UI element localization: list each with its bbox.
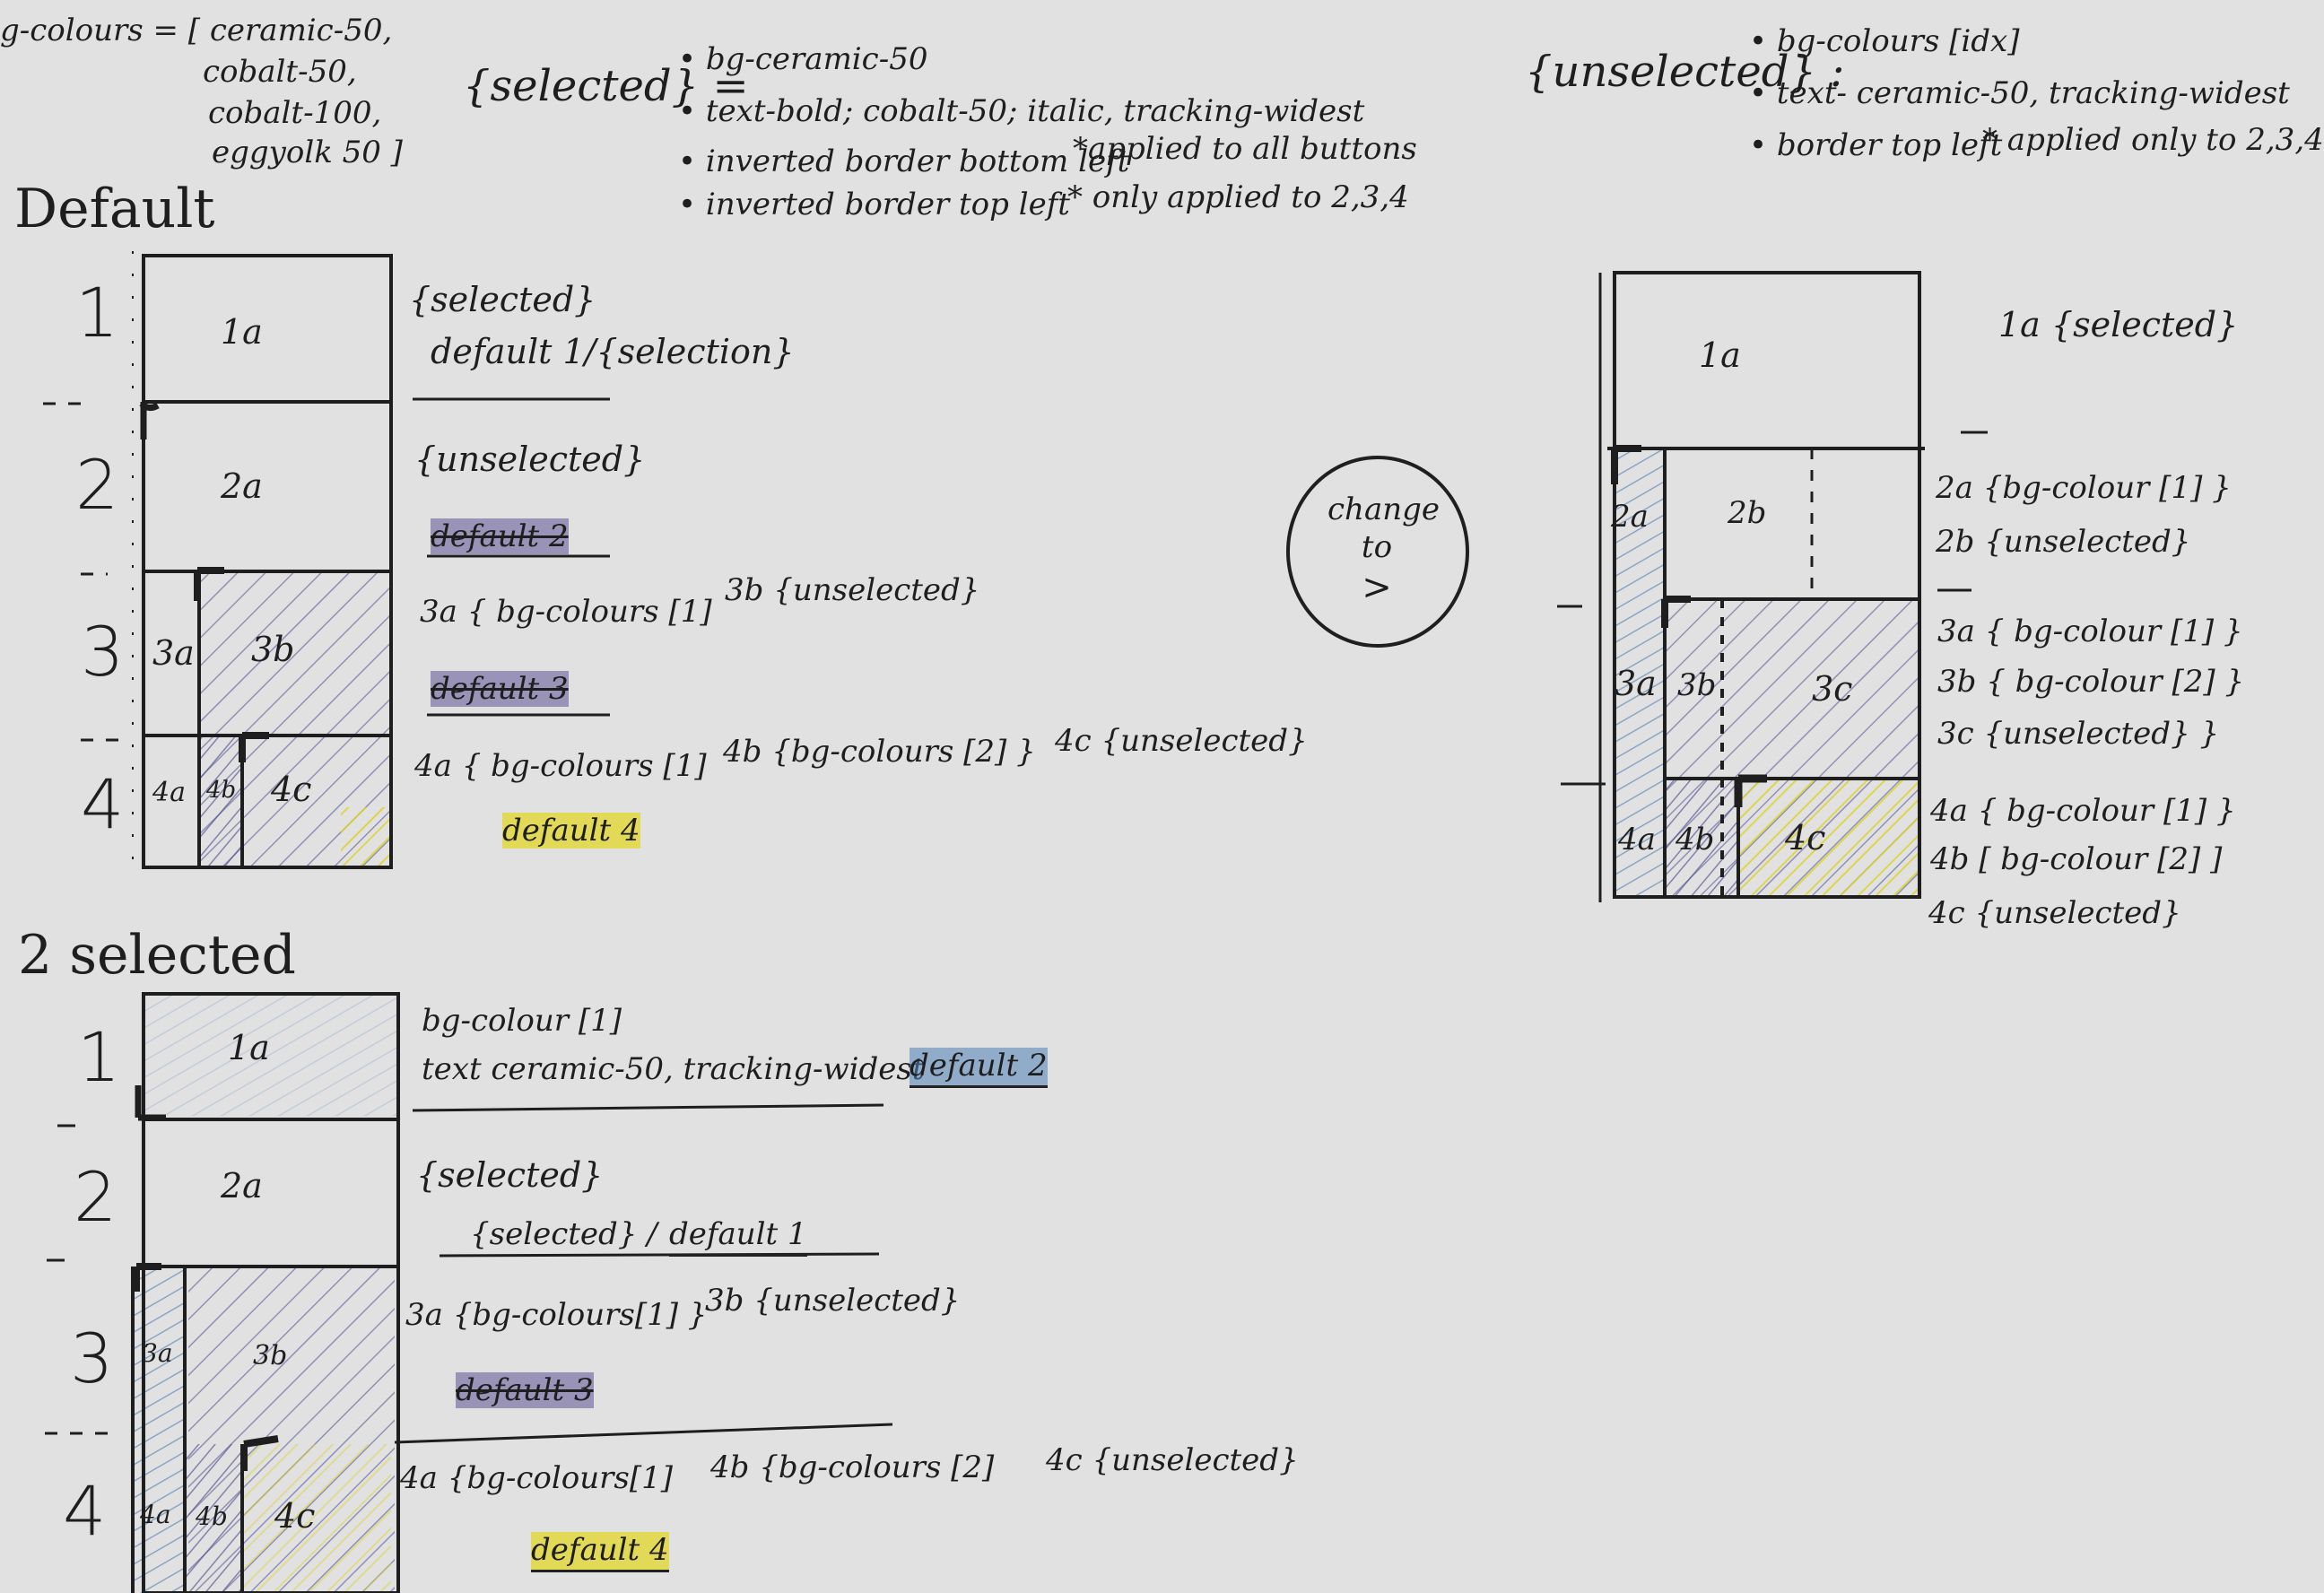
selected-def-bullet-4-note: * only applied to 2,3,4: [1067, 179, 1409, 215]
default-outer-frame: [142, 254, 393, 869]
right-cell-4b: 4b: [1676, 822, 1715, 857]
right-note-3c: 3c {unselected} }: [1937, 716, 2220, 752]
selected2-cell-3b: 3b: [253, 1340, 288, 1371]
selected2-note-r1-line2: text ceramic-50, tracking-widest: [422, 1051, 925, 1087]
colours-def-lead: g-colours = [ ceramic-50,: [0, 13, 393, 48]
selected2-cell-4a: 4a: [140, 1500, 171, 1529]
colours-def-line2: cobalt-50,: [203, 54, 357, 90]
default-cell-4c: 4c: [271, 770, 312, 809]
selected2-note-r4-4a: 4a {bg-colours[1]: [400, 1460, 673, 1496]
right-note-4a: 4a { bg-colour [1] }: [1930, 793, 2236, 829]
default-note-r1-line2: default 1/{selection}: [431, 332, 795, 371]
default-cell-3b: 3b: [251, 630, 295, 669]
colours-def-line4: eggyolk 50 ]: [212, 135, 403, 170]
default-4b-hatch: [199, 736, 242, 866]
selected2-cell-2a: 2a: [221, 1166, 263, 1206]
right-diagram: [1557, 271, 1988, 902]
default-note-r4-4c: 4c {unselected}: [1055, 723, 1308, 759]
default-cell-4b: 4b: [206, 777, 237, 804]
default-row-number-2: 2: [75, 445, 119, 525]
selected2-cell-1a: 1a: [228, 1028, 270, 1067]
default-cell-2a: 2a: [221, 466, 263, 506]
selected-def-bullet-2: • text-bold; cobalt-50; italic, tracking…: [678, 93, 1365, 129]
default-row-number-3: 3: [81, 612, 125, 692]
selected2-title: 2 selected: [18, 924, 296, 987]
selected2-note-r3-3a: 3a {bg-colours[1] }: [405, 1297, 708, 1333]
selected2-note-r4-4b: 4b {bg-colours [2]: [710, 1449, 995, 1485]
selected2-row-number-2: 2: [74, 1157, 118, 1237]
selected-def-bullet-3: • inverted border bottom left: [678, 144, 1130, 179]
default-note-r3-tag: default 3: [431, 671, 569, 707]
selected-def-bullet-4: • inverted border top left: [678, 187, 1070, 222]
selected2-row-number-3: 3: [70, 1319, 114, 1398]
default-row-number-4: 4: [81, 764, 125, 844]
default-note-r4-4a: 4a { bg-colours [1]: [414, 748, 707, 784]
selected2-note-r1-line1: bg-colour [1]: [422, 1003, 622, 1039]
default-diagram: [43, 251, 610, 879]
right-note-4c: 4c {unselected}: [1928, 895, 2181, 931]
change-to-line1: change: [1327, 492, 1440, 527]
selected2-note-r2-line2a: {selected} /: [470, 1216, 657, 1252]
right-cell-2a: 2a: [1611, 499, 1649, 535]
default-cell-4a: 4a: [152, 777, 186, 808]
right-cell-4c: 4c: [1785, 818, 1826, 857]
selected2-cell-3a: 3a: [142, 1338, 173, 1368]
selected2-note-r4-4c: 4c {unselected}: [1046, 1442, 1299, 1478]
right-note-3b: 3b { bg-colour [2] }: [1937, 664, 2245, 700]
selected-def-bullet-3-note: *applied to all buttons: [1073, 131, 1417, 167]
unselected-def-bullet-2: • text- ceramic-50, tracking-widest: [1749, 75, 2290, 111]
selected2-diagram: [45, 992, 893, 1593]
right-4c-hatch: [1738, 779, 1919, 897]
selected2-cell-4c: 4c: [274, 1496, 316, 1536]
colours-def-line3: cobalt-100,: [208, 95, 382, 131]
selected2-note-r2-line1: {selected}: [416, 1155, 604, 1195]
change-to-line2: to: [1361, 529, 1393, 565]
default-cell-1a: 1a: [221, 312, 263, 352]
selected-def-bullet-1: • bg-ceramic-50: [678, 41, 928, 77]
default-note-r4-tag: default 4: [502, 813, 640, 849]
default-note-r3-3a: 3a { bg-colours [1]: [420, 594, 712, 630]
right-cell-3b: 3b: [1677, 667, 1717, 703]
unselected-def-bullet-3: • border top left: [1749, 127, 2003, 163]
right-cell-2b: 2b: [1728, 495, 1767, 531]
default-row-number-1: 1: [75, 273, 119, 353]
right-note-1a: 1a {selected}: [1998, 305, 2239, 344]
default-note-r4-4b: 4b {bg-colours [2] }: [723, 734, 1036, 770]
right-note-3a: 3a { bg-colour [1] }: [1937, 614, 2243, 649]
right-2a-3a-4a-hatch: [1613, 448, 1665, 897]
right-cell-1a: 1a: [1699, 335, 1741, 375]
right-cell-4a: 4a: [1618, 822, 1656, 857]
selected-def-token: {selected} =: [463, 61, 749, 111]
unselected-def-bullet-1: • bg-colours [idx]: [1749, 23, 2020, 59]
right-cell-3c: 3c: [1812, 669, 1853, 709]
selected2-row-number-1: 1: [77, 1017, 121, 1097]
sel2-outer-frame: [142, 992, 400, 1593]
default-note-r2-line1: {unselected}: [414, 440, 646, 479]
right-outer-frame: [1613, 271, 1921, 899]
default-4c-hatch: [341, 807, 389, 866]
default-cell-3a: 3a: [152, 633, 195, 673]
selected2-note-r2-line2b: default 1: [669, 1216, 807, 1257]
selected2-note-r3-tag: default 3: [456, 1372, 594, 1408]
default-title: Default: [14, 178, 215, 240]
default-note-r2-tag: default 2: [431, 518, 569, 554]
change-to-ring: [1286, 456, 1469, 648]
default-note-r3-3b: 3b {unselected}: [725, 572, 980, 608]
selected2-cell-4b: 4b: [196, 1502, 228, 1531]
arrow-right-icon: >: [1362, 567, 1392, 608]
default-note-r1-line1: {selected}: [409, 280, 596, 319]
unselected-def-bullet-3-note: * applied only to 2,3,4: [1982, 122, 2324, 158]
right-note-2b: 2b {unselected}: [1936, 524, 2191, 560]
selected2-note-r4-tag: default 4: [531, 1532, 669, 1572]
unselected-def-token: {unselected} :: [1525, 47, 1845, 97]
selected2-row-number-4: 4: [63, 1471, 107, 1551]
right-note-4b: 4b [ bg-colour [2] ]: [1930, 841, 2223, 877]
selected2-note-r1-tag: default 2: [910, 1048, 1048, 1088]
right-note-2a: 2a {bg-colour [1] }: [1936, 470, 2232, 506]
selected2-note-r3-3b: 3b {unselected}: [705, 1283, 961, 1319]
right-cell-3a: 3a: [1615, 664, 1657, 703]
sketch-canvas: [43, 251, 1988, 1593]
